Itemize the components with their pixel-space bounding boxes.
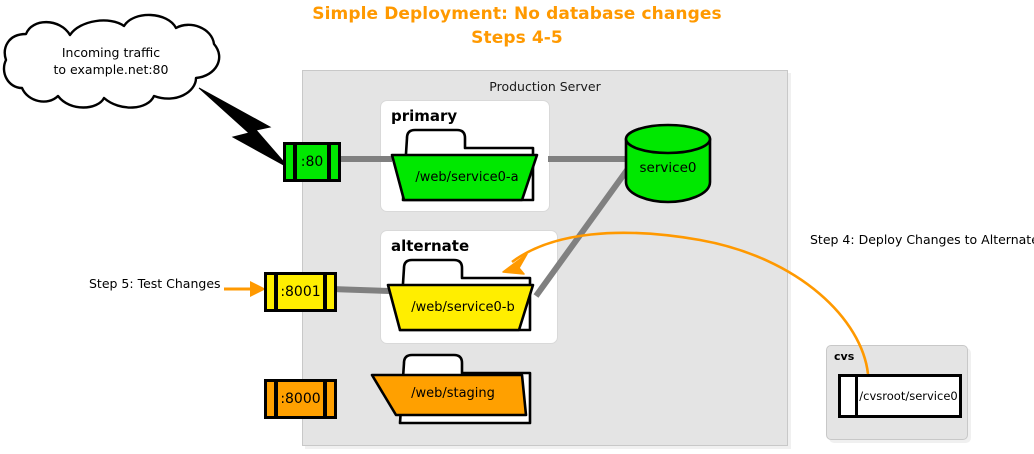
cloud-line-2: to example.net:80 bbox=[53, 62, 169, 77]
port-divider-left-icon bbox=[274, 275, 278, 309]
database-label: service0 bbox=[639, 160, 697, 176]
port-divider-right-icon bbox=[327, 145, 331, 179]
title-line-2: Steps 4-5 bbox=[471, 28, 563, 48]
port-divider-left-icon bbox=[274, 382, 278, 416]
lightning-bolt-connector bbox=[198, 87, 290, 169]
cloud-line-1: Incoming traffic bbox=[61, 45, 161, 60]
port-8000[interactable]: :8000 bbox=[264, 379, 337, 419]
step-4-label: Step 4: Deploy Changes to Alternate bbox=[810, 232, 1034, 247]
folder-primary-shape bbox=[390, 128, 539, 202]
port-divider-right-icon bbox=[323, 382, 327, 416]
alternate-group-label: alternate bbox=[391, 237, 470, 255]
title-line-1: Simple Deployment: No database changes bbox=[312, 4, 722, 24]
step4-arrowhead bbox=[502, 253, 528, 275]
diagram-title: Simple Deployment: No database changes S… bbox=[0, 2, 1034, 50]
cloud-shape bbox=[2, 13, 221, 109]
primary-group-label: primary bbox=[391, 107, 458, 125]
folder-staging-label: /web/staging bbox=[411, 386, 495, 401]
component-tab-icon bbox=[841, 377, 858, 415]
cvsroot-component: /cvsroot/service0 bbox=[838, 374, 962, 418]
port-8000-label: :8000 bbox=[280, 391, 321, 407]
connector-alternate-to-db bbox=[533, 164, 633, 298]
connector-port8001-to-alternate bbox=[330, 286, 391, 294]
port-80[interactable]: :80 bbox=[283, 142, 341, 182]
folder-alternate-shape bbox=[386, 258, 535, 332]
production-server-label: Production Server bbox=[489, 79, 601, 94]
folder-primary-label: /web/service0-a bbox=[415, 170, 519, 185]
port-divider-left-icon bbox=[293, 145, 297, 179]
port-8001[interactable]: :8001 bbox=[264, 272, 337, 312]
database-cylinder-shape bbox=[624, 123, 712, 204]
port-8001-label: :8001 bbox=[280, 284, 321, 300]
step5-arrowhead bbox=[250, 281, 266, 297]
step4-arrow-path bbox=[511, 231, 870, 375]
cvsroot-label: /cvsroot/service0 bbox=[859, 389, 958, 403]
cloud-text: Incoming traffic to example.net:80 bbox=[22, 44, 200, 78]
port-80-label: :80 bbox=[300, 154, 324, 170]
port-divider-right-icon bbox=[323, 275, 327, 309]
folder-alternate-label: /web/service0-b bbox=[411, 300, 515, 315]
folder-staging-shape bbox=[370, 353, 532, 425]
cvs-label: cvs bbox=[834, 350, 855, 363]
step-5-label: Step 5: Test Changes bbox=[89, 276, 221, 291]
